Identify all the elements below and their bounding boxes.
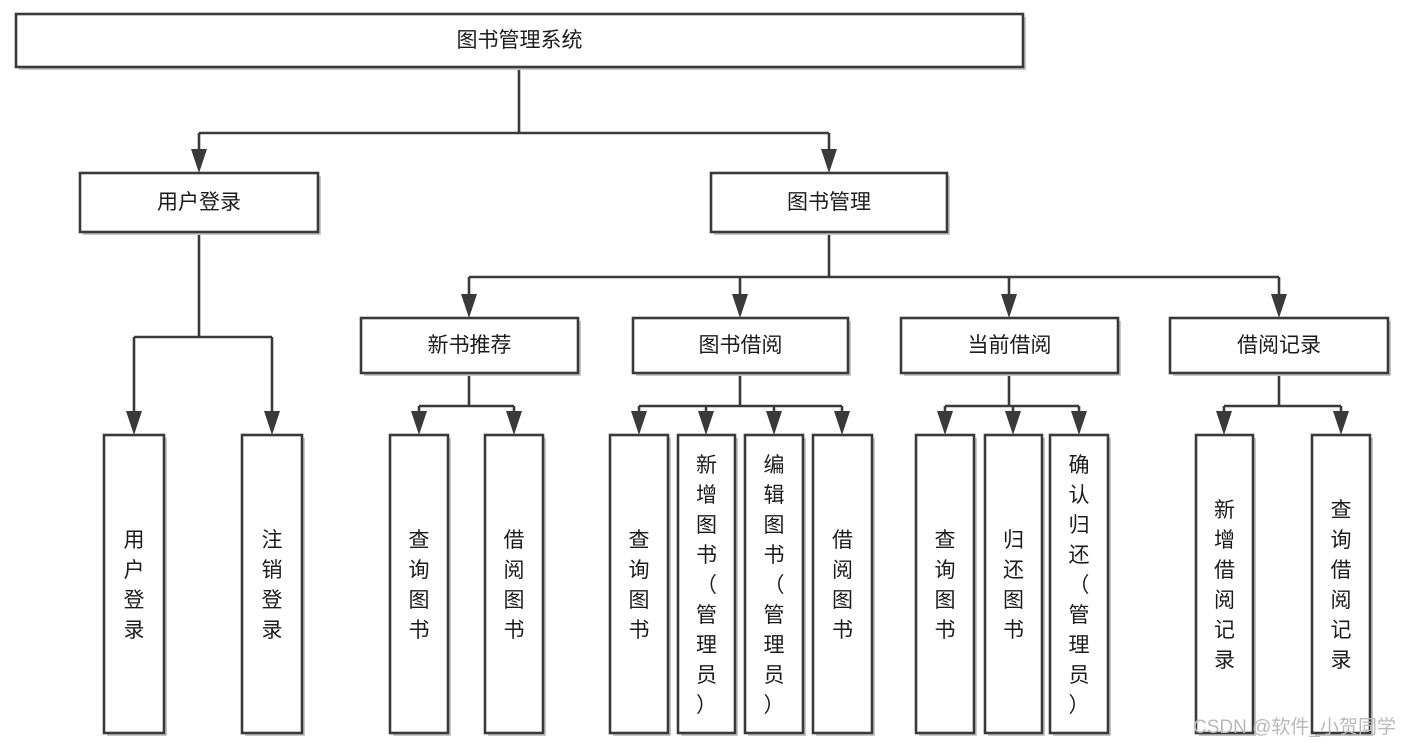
arrow-head-icon <box>631 411 647 435</box>
connector-book-borrow <box>631 373 850 435</box>
node-label: 新增图书（管理员） <box>696 454 717 717</box>
level3-box[interactable] <box>899 316 1120 375</box>
node-label: 查询图书 <box>935 529 956 642</box>
arrow-head-icon <box>1001 294 1017 318</box>
leaf-box[interactable] <box>914 433 976 735</box>
root-box[interactable] <box>14 12 1025 69</box>
connector-borrow-record <box>1216 373 1349 435</box>
node-current-borrow[interactable]: 当前借阅 <box>899 316 1121 376</box>
node-leaf-confirm-return-admin[interactable]: 确认归还（管理员） <box>1048 433 1111 736</box>
arrow-head-icon <box>1071 411 1087 435</box>
leaf-box[interactable] <box>1048 433 1110 735</box>
arrow-head-icon <box>461 294 477 318</box>
node-leaf-query-book-current[interactable]: 查询图书 <box>914 433 977 736</box>
arrow-head-icon <box>834 411 850 435</box>
node-label: 查询图书 <box>409 529 430 642</box>
node-leaf-query-book-borrow[interactable]: 查询图书 <box>608 433 671 736</box>
level2-box[interactable] <box>709 171 949 234</box>
node-label: 编辑图书（管理员） <box>764 454 785 717</box>
arrow-head-icon <box>506 411 522 435</box>
leaf-box[interactable] <box>388 433 450 735</box>
leaf-box[interactable] <box>608 433 670 735</box>
node-label: 新书推荐 <box>428 334 512 357</box>
node-book-borrow[interactable]: 图书借阅 <box>631 316 851 376</box>
node-label: 借阅记录 <box>1237 334 1321 357</box>
level3-box[interactable] <box>359 316 580 375</box>
node-leaf-logout[interactable]: 注销登录 <box>240 433 305 736</box>
node-label: 确认归还（管理员） <box>1069 454 1090 717</box>
node-new-book-recommend[interactable]: 新书推荐 <box>359 316 581 376</box>
node-label: 图书管理 <box>787 191 871 214</box>
node-label: 借阅图书 <box>832 529 853 642</box>
level2-box[interactable] <box>78 171 320 234</box>
node-book-management[interactable]: 图书管理 <box>709 171 950 235</box>
node-label: 图书借阅 <box>699 334 783 357</box>
connector-user-login <box>126 232 280 435</box>
arrow-head-icon <box>264 411 280 435</box>
node-label: 注销登录 <box>262 529 283 642</box>
node-leaf-user-login[interactable]: 用户登录 <box>102 433 167 736</box>
leaf-box[interactable] <box>983 433 1044 735</box>
node-label: 归还图书 <box>1003 529 1024 642</box>
connector-book-management <box>461 232 1287 318</box>
arrow-head-icon <box>821 149 837 173</box>
node-leaf-edit-book-admin[interactable]: 编辑图书（管理员） <box>743 433 806 736</box>
node-leaf-add-borrow-record[interactable]: 新增借阅记录 <box>1194 433 1256 736</box>
arrow-head-icon <box>126 411 142 435</box>
leaf-box[interactable] <box>811 433 874 735</box>
arrow-head-icon <box>1005 411 1021 435</box>
node-borrow-record[interactable]: 借阅记录 <box>1168 316 1391 376</box>
arrow-head-icon <box>698 411 714 435</box>
connector-new-book-recommend <box>411 373 522 435</box>
node-label: 当前借阅 <box>968 334 1052 357</box>
node-user-login[interactable]: 用户登录 <box>78 171 321 235</box>
node-leaf-query-book-recommend[interactable]: 查询图书 <box>388 433 451 736</box>
node-leaf-borrow-book-recommend[interactable]: 借阅图书 <box>483 433 546 736</box>
arrow-head-icon <box>1271 294 1287 318</box>
leaf-box[interactable] <box>102 433 166 735</box>
leaf-box[interactable] <box>1310 433 1372 735</box>
arrow-head-icon <box>191 149 207 173</box>
leaf-box[interactable] <box>676 433 737 735</box>
node-label: 借阅图书 <box>504 529 525 642</box>
node-leaf-return-book[interactable]: 归还图书 <box>983 433 1045 736</box>
node-label: 图书管理系统 <box>457 29 583 52</box>
node-root[interactable]: 图书管理系统 <box>14 12 1026 70</box>
arrow-head-icon <box>411 411 427 435</box>
connector-root <box>191 67 837 173</box>
level3-box[interactable] <box>1168 316 1390 375</box>
connector-current-borrow <box>937 373 1087 435</box>
leaf-box[interactable] <box>240 433 304 735</box>
node-leaf-add-book-admin[interactable]: 新增图书（管理员） <box>676 433 738 736</box>
node-leaf-borrow-book[interactable]: 借阅图书 <box>811 433 875 736</box>
leaf-box[interactable] <box>483 433 545 735</box>
node-label: 用户登录 <box>124 529 145 642</box>
node-label: 查询借阅记录 <box>1331 499 1352 672</box>
arrow-head-icon <box>766 411 782 435</box>
arrow-head-icon <box>1216 411 1232 435</box>
arrow-head-icon <box>732 294 748 318</box>
leaf-box[interactable] <box>743 433 805 735</box>
node-label: 查询图书 <box>629 529 650 642</box>
level3-box[interactable] <box>631 316 850 375</box>
leaf-box[interactable] <box>1194 433 1255 735</box>
node-label: 用户登录 <box>157 191 241 214</box>
node-leaf-query-borrow-record[interactable]: 查询借阅记录 <box>1310 433 1373 736</box>
arrow-head-icon <box>937 411 953 435</box>
node-label: 新增借阅记录 <box>1214 499 1235 672</box>
arrow-head-icon <box>1333 411 1349 435</box>
